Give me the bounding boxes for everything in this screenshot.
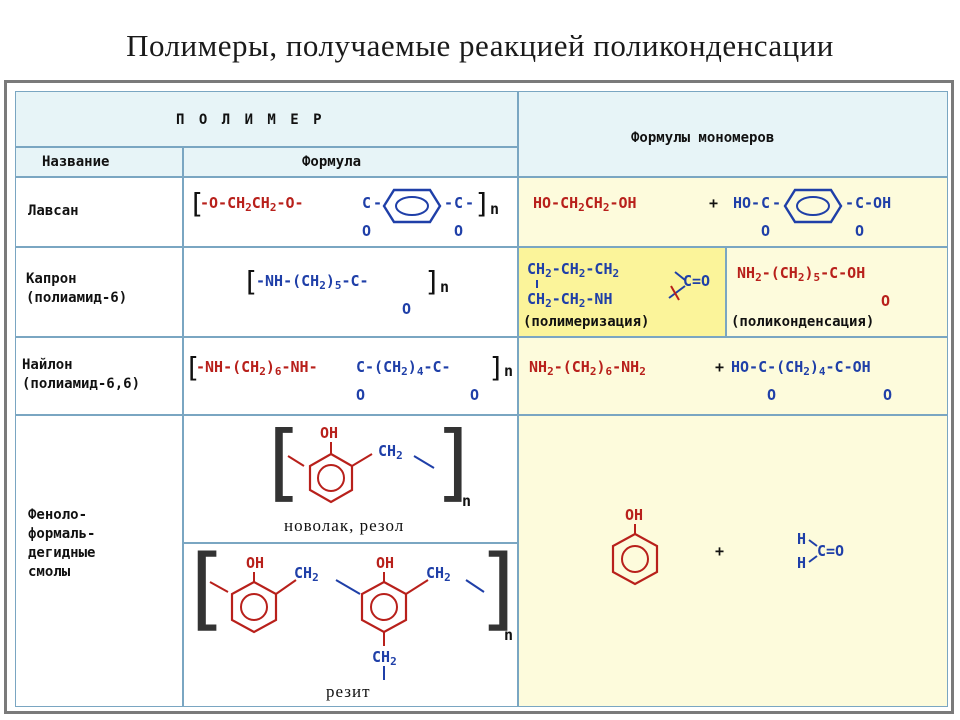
header-monomers-cell: Формулы мономеров [518, 91, 948, 177]
row-kapron-caprolactam-cell: CH2-CH2-CH2 C=O CH2-CH2-NH (полимеризаци… [518, 247, 726, 337]
lavsan-monomer-acid-ho: HO- [733, 194, 761, 212]
polymer-table: П О Л И М Е Р Название Формула Формулы м… [4, 80, 954, 714]
formaldehyde-bonds [808, 539, 818, 563]
caprolactam-row2: CH2-CH2-NH [527, 290, 613, 310]
nylon-monomer-diamine: NH2-(CH2)6-NH2 [529, 358, 646, 378]
resit-ch2-left: CH2 [294, 564, 319, 584]
header-formula-cell: Формула [183, 147, 518, 177]
novolak-n: n [462, 492, 472, 510]
aminocaproic-acid: NH2-(CH2)5-C-OH [737, 264, 866, 284]
resit-ch2-right: CH2 [426, 564, 451, 584]
header-name: Название [42, 154, 110, 170]
row-kapron-name: Капрон (полиамид-6) [26, 271, 128, 306]
row-lavsan-name: Лавсан [28, 203, 79, 219]
lavsan-monomer-glycol: HO-CH2CH2-OH [533, 194, 637, 214]
nylon-poly-o-left: O [356, 386, 366, 404]
row-nylon-formula-cell: [ -NH-(CH2)6-NH- C-(CH2)4-C- O O ] n [183, 337, 518, 415]
row-nylon-monomers-cell: NH2-(CH2)6-NH2 + HO-C-(CH2)4-C-OH O O [518, 337, 948, 415]
nylon-poly-o-right: O [470, 386, 480, 404]
lavsan-poly-o-left: O [362, 222, 372, 240]
lavsan-monomer-o-left: O [761, 222, 771, 240]
caprolactam-row1: CH2-CH2-CH2 [527, 260, 620, 280]
novolak-caption: новолак, резол [284, 516, 405, 535]
header-polymer-cell: П О Л И М Е Р [15, 91, 518, 147]
row-phenol-name-cell: Феноло- формаль- дегидные смолы [15, 415, 183, 707]
lavsan-monomer-acid-c: C [761, 194, 771, 212]
kapron-bracket-close: ] [426, 265, 437, 298]
row-phenol-name: Феноло- формаль- дегидные смолы [28, 507, 96, 580]
formaldehyde-h-top: H [797, 530, 807, 548]
lavsan-poly-chain: -O-CH2CH2-O- [200, 194, 304, 214]
lavsan-poly-o-right: O [454, 222, 464, 240]
resit-oh-left: OH [246, 554, 265, 572]
novolak-bracket-close: ] [436, 413, 469, 511]
lavsan-bracket-close: ] [476, 187, 487, 220]
phenol-monomer-oh: OH [625, 506, 644, 524]
lavsan-monomer-acid-coh: C-OH [855, 194, 892, 212]
header-formula: Формула [302, 154, 362, 170]
row-phenol-novolak-cell: [ OH CH2 ] n новолак, резол [183, 415, 518, 543]
header-monomers: Формулы мономеров [631, 130, 775, 146]
aminocaproic-polycondensation-label: (поликонденсация) [731, 314, 875, 330]
lavsan-poly-dash-right: - [444, 194, 454, 212]
kapron-poly-o: O [402, 300, 412, 318]
formaldehyde-co: C=O [817, 542, 845, 560]
row-phenol-monomers-cell: OH + H H C=O [518, 415, 948, 707]
nylon-bracket-open: [ [188, 351, 199, 384]
lavsan-n: n [490, 200, 500, 218]
resit-ch2-bottom: CH2 [372, 648, 397, 668]
resit-bracket-open: [ [190, 536, 226, 641]
formaldehyde-h-bottom: H [797, 554, 807, 572]
page-title: Полимеры, получаемые реакцией поликонден… [126, 28, 834, 63]
nylon-monomer-adipic-acid: HO-C-(CH2)4-C-OH [731, 358, 871, 378]
header-name-cell: Название [15, 147, 183, 177]
header-polymer: П О Л И М Е Р [176, 112, 325, 128]
lavsan-monomer-o-right: O [855, 222, 865, 240]
row-nylon-name: Найлон (полиамид-6,6) [22, 357, 141, 392]
novolak-oh: OH [320, 424, 339, 442]
lavsan-poly-dash-end: - [465, 194, 475, 212]
row-lavsan-formula-cell: [ -O-CH2CH2-O- C - O - C - O ] n [183, 177, 518, 247]
resit-n: n [504, 626, 514, 644]
nylon-monomer-o-left: O [767, 386, 777, 404]
nylon-plus: + [715, 358, 725, 376]
nylon-bracket-close: ] [490, 351, 501, 384]
resit-caption: резит [326, 682, 371, 701]
resit-bracket-close: ] [480, 536, 516, 641]
resit-structure-icon [209, 572, 485, 680]
lavsan-plus: + [709, 194, 719, 212]
resit-oh-right: OH [376, 554, 395, 572]
novolak-benzene-icon [287, 442, 435, 504]
novolak-ch2: CH2 [378, 442, 403, 462]
row-kapron-formula-cell: [ -NH-(CH2)5-C- O ] n [183, 247, 518, 337]
row-lavsan-monomers-cell: HO-CH2CH2-OH + HO- C - O - C-OH O [518, 177, 948, 247]
lavsan-bracket-open: [ [192, 187, 203, 220]
lavsan-monomer-dash-right: - [845, 194, 855, 212]
row-kapron-name-cell: Капрон (полиамид-6) [15, 247, 183, 337]
nylon-monomer-o-right: O [883, 386, 893, 404]
phenol-plus: + [715, 542, 725, 560]
novolak-bracket-open: [ [268, 413, 301, 511]
row-nylon-name-cell: Найлон (полиамид-6,6) [15, 337, 183, 415]
kapron-bracket-open: [ [246, 265, 257, 298]
nylon-n: n [504, 362, 514, 380]
nylon-poly-diamine-part: -NH-(CH2)6-NH- [196, 358, 318, 378]
lavsan-monomer-dash-left: - [772, 194, 782, 212]
aminocaproic-o: O [881, 292, 891, 310]
lavsan-poly-dash-left: - [373, 194, 383, 212]
lavsan-poly-benzene-icon [382, 188, 442, 224]
lavsan-poly-c-right: C [454, 194, 464, 212]
row-phenol-resit-cell: [ OH OH CH2 CH2 CH2 ] n резит [183, 543, 518, 707]
caprolactam-polymerization-label: (полимеризация) [523, 314, 650, 330]
row-lavsan-name-cell: Лавсан [15, 177, 183, 247]
lavsan-poly-c-left: C [362, 194, 372, 212]
lavsan-monomer-benzene-icon [783, 188, 843, 224]
phenol-monomer-benzene-icon [611, 524, 659, 586]
caprolactam-bonds [536, 271, 686, 301]
kapron-n: n [440, 278, 450, 296]
caprolactam-co: C=O [683, 272, 711, 290]
kapron-poly-chain: -NH-(CH2)5-C- [256, 272, 369, 292]
row-kapron-aminoacid-cell: NH2-(CH2)5-C-OH O (поликонденсация) [726, 247, 948, 337]
nylon-poly-acid-part: C-(CH2)4-C- [356, 358, 451, 378]
